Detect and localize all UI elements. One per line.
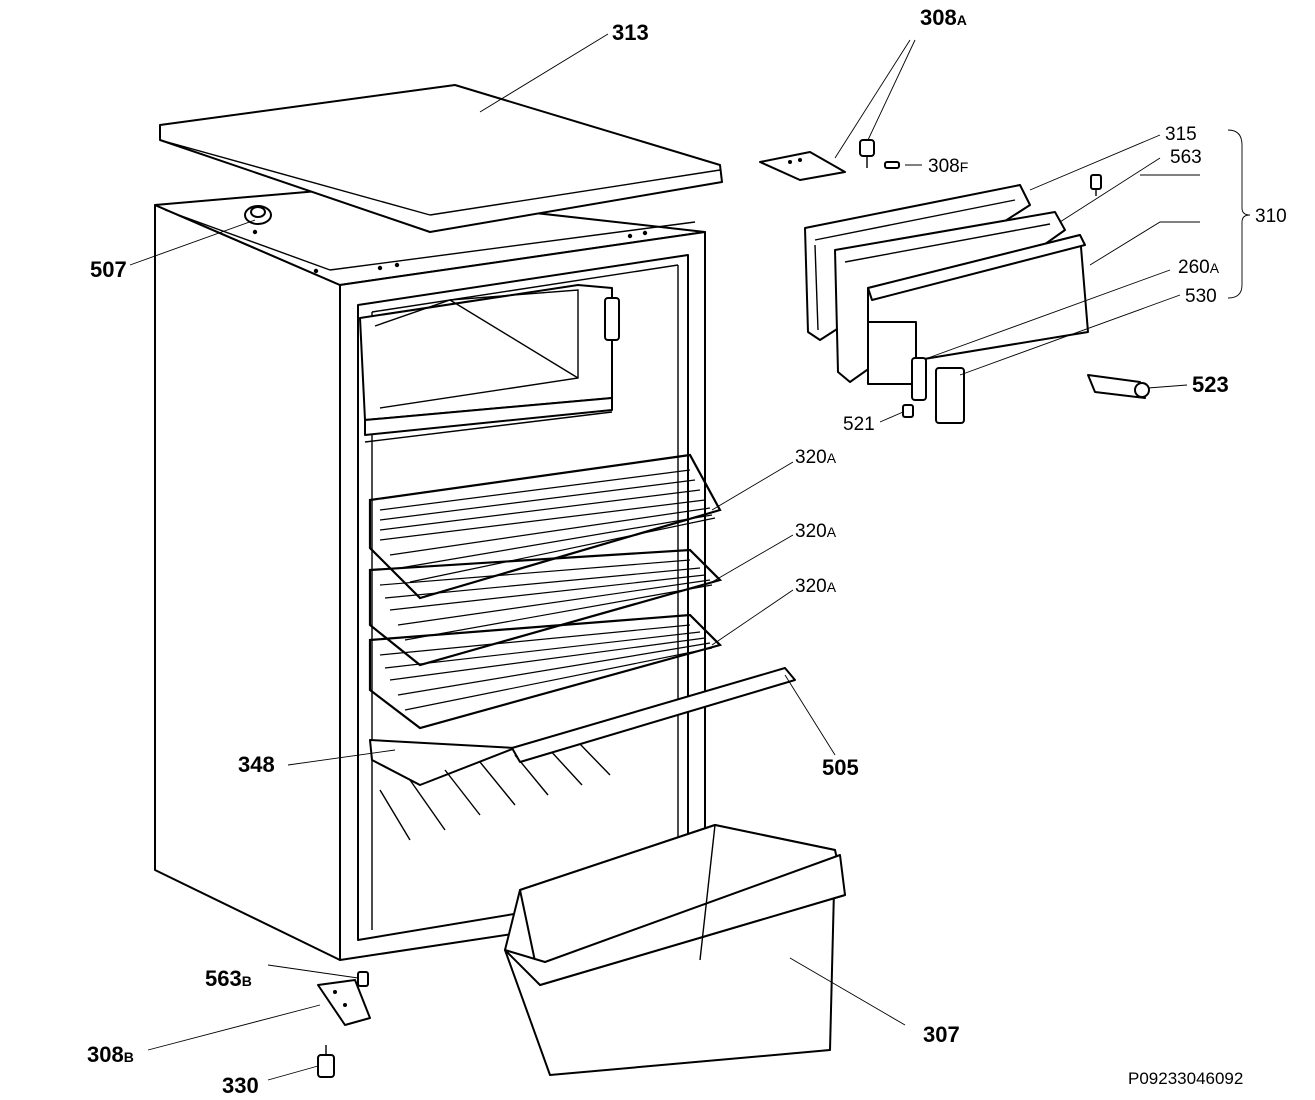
label-320a-2: 320A	[795, 521, 837, 542]
bar-505	[511, 667, 796, 763]
wire-shelf-1	[368, 453, 722, 600]
label-507: 507	[90, 257, 127, 282]
label-505: 505	[822, 755, 859, 780]
label-313: 313	[612, 20, 649, 45]
wire-shelf-2	[368, 548, 723, 667]
pin-308F	[884, 161, 900, 169]
crisper-drawer-307	[504, 824, 846, 1076]
clip-521	[902, 404, 914, 418]
label-308a: 308A	[920, 5, 967, 30]
hinge-308A	[759, 151, 846, 181]
lever-523	[1087, 374, 1150, 399]
hinge-308B	[317, 979, 371, 1026]
screw-563	[1090, 174, 1102, 196]
hinge-260A	[911, 357, 965, 424]
door-outer	[867, 234, 1089, 385]
label-330: 330	[222, 1073, 259, 1098]
diagram-code: P09233046092	[1128, 1069, 1243, 1088]
knob-507	[244, 205, 272, 225]
label-308b: 308B	[87, 1042, 134, 1067]
part-labels: 313 308A 308F 315 563 310 260A 530 507 5…	[87, 5, 1287, 1098]
label-320a-1: 320A	[795, 447, 837, 468]
leader-lines	[129, 33, 1251, 1081]
bolt-308A	[859, 139, 875, 168]
label-348: 348	[238, 752, 275, 777]
cabinet	[154, 189, 706, 961]
label-563b: 563B	[205, 966, 252, 991]
label-308f: 308F	[928, 156, 968, 177]
foot-330	[317, 1045, 335, 1078]
wire-shelf-3	[368, 613, 723, 730]
top-cover-313	[159, 84, 723, 233]
label-260a: 260A	[1178, 257, 1220, 278]
label-521: 521	[843, 414, 875, 435]
label-530: 530	[1185, 286, 1217, 307]
label-320a-3: 320A	[795, 576, 837, 597]
label-310: 310	[1255, 206, 1287, 227]
label-563: 563	[1170, 147, 1202, 168]
screw-563B	[357, 971, 369, 987]
label-523: 523	[1192, 372, 1229, 397]
label-315: 315	[1165, 124, 1197, 145]
label-307: 307	[923, 1022, 960, 1047]
